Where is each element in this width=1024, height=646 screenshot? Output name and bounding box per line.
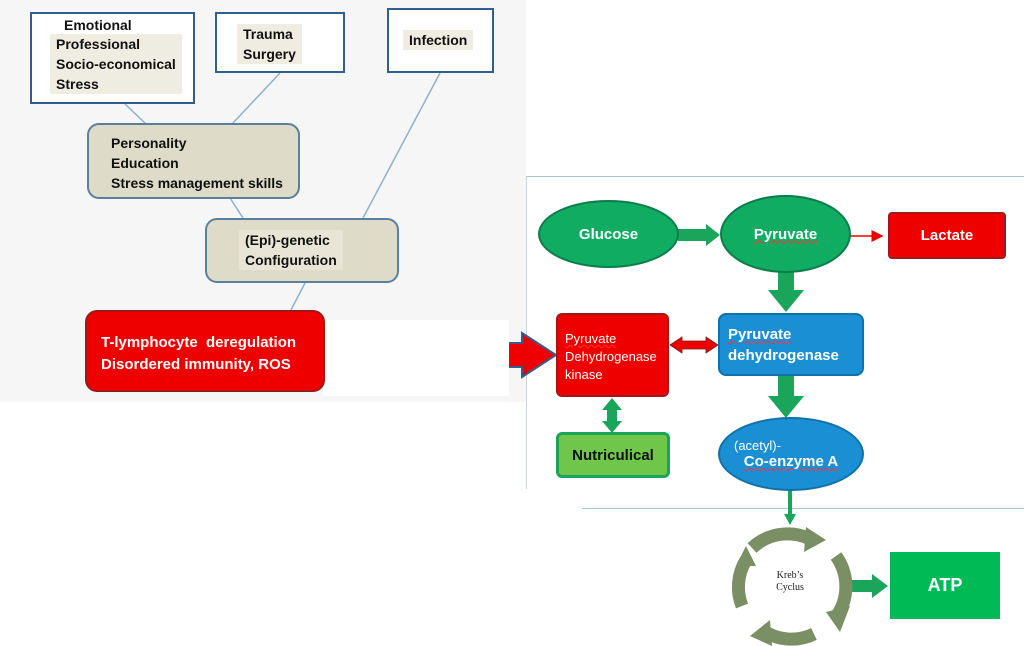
trauma-line-2: Surgery — [243, 46, 296, 62]
nutriculical-node: Nutriculical — [556, 432, 670, 478]
divider-vertical — [526, 177, 527, 489]
divider-top — [526, 176, 1024, 177]
tlymph-line-1: T-lymphocyte deregulation — [101, 334, 297, 351]
tlymphocyte-box: T-lymphocyte deregulation Disordered imm… — [85, 310, 325, 392]
pdk-node: Pyruvate Dehydrogenase kinase — [556, 313, 669, 397]
personality-line-3: Stress management skills — [111, 175, 283, 191]
infection-label: Infection — [403, 30, 474, 50]
arrow-glucose-to-pyruvate — [678, 224, 720, 246]
atp-node: ATP — [890, 552, 1000, 619]
divider-bottom — [582, 508, 1024, 509]
pdh-line-1: Pyruvate — [728, 326, 792, 343]
personality-box: Personality Education Stress management … — [87, 123, 300, 199]
pdk-line-2: Dehydrogenase — [565, 349, 657, 364]
personality-line-1: Personality — [111, 135, 187, 151]
glucose-node: Glucose — [538, 200, 679, 268]
white-strip — [323, 320, 509, 396]
nutriculical-label: Nutriculical — [572, 446, 654, 464]
arrow-pyruvate-to-pdh — [768, 268, 804, 312]
epigenetic-line-2: Configuration — [245, 252, 337, 268]
line-stress-to-personality — [124, 103, 147, 125]
atp-label: ATP — [927, 575, 963, 595]
pyruvate-node: Pyruvate — [720, 195, 851, 273]
coa-line-2: Co-enzyme A — [743, 453, 839, 470]
coenzyme-a-node: (acetyl)- Co-enzyme A — [718, 417, 864, 491]
arrow-pdh-to-coa — [768, 376, 804, 418]
glucose-label: Glucose — [578, 225, 639, 243]
lactate-label: Lactate — [920, 227, 974, 244]
pyruvate-label: Pyruvate — [753, 225, 818, 243]
kreb-line-1: Kreb’s — [776, 570, 804, 581]
infection-box: Infection — [387, 8, 494, 73]
arrow-coa-to-kreb — [784, 490, 796, 525]
stressors-line-3: Socio-economical — [56, 56, 176, 72]
double-arrow-pdk-pdh — [669, 336, 719, 354]
line-genetic-to-tlymph — [290, 282, 306, 311]
tlymph-line-2: Disordered immunity, ROS — [101, 356, 291, 373]
epigenetic-line-1: (Epi)-genetic — [245, 232, 330, 248]
line-personality-to-genetic — [229, 197, 244, 219]
kreb-line-2: Cyclus — [776, 582, 804, 593]
trauma-box: Trauma Surgery — [215, 12, 345, 73]
pdh-line-2: dehydrogenase — [728, 347, 839, 364]
stressors-line-2: Professional — [56, 36, 141, 52]
pdh-node: Pyruvate dehydrogenase — [718, 313, 864, 376]
double-arrow-pdk-nutriculical — [602, 398, 622, 433]
epigenetic-box: (Epi)-genetic Configuration — [205, 218, 399, 283]
kreb-cycle-label: Kreb’s Cyclus — [768, 570, 812, 594]
arrow-kreb-to-atp — [850, 574, 888, 598]
pdk-line-3: kinase — [565, 367, 603, 382]
personality-line-2: Education — [111, 155, 179, 171]
stressors-line-1: Emotional — [64, 17, 132, 33]
kreb-cycle-arrowheads — [736, 527, 850, 646]
stressors-box: Emotional Professional Socio-economical … — [30, 12, 195, 104]
coa-line-1: (acetyl)- — [734, 438, 781, 453]
trauma-line-1: Trauma — [243, 26, 293, 42]
lactate-node: Lactate — [888, 212, 1006, 259]
stressors-line-4: Stress — [56, 76, 99, 92]
pdk-line-1: Pyruvate — [565, 331, 617, 346]
line-infection-to-genetic — [362, 72, 441, 219]
line-trauma-to-personality — [231, 72, 281, 125]
